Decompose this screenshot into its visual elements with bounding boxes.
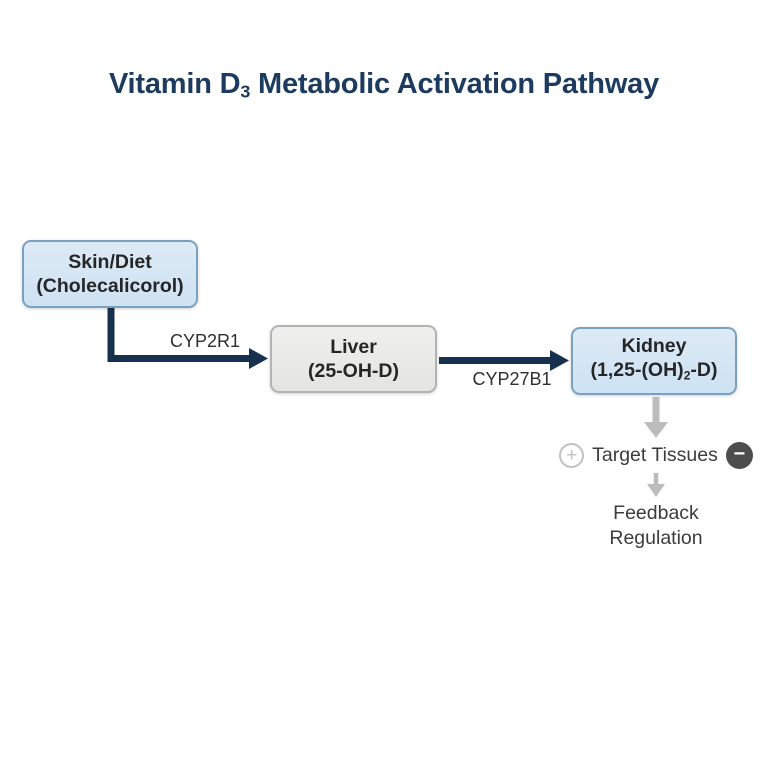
- target-tissues-label: Target Tissues: [592, 443, 718, 466]
- arrow-liver-to-kidney-head: [550, 350, 569, 371]
- arrow-target-to-feedback-head: [647, 484, 665, 497]
- node-skin-diet-label: Skin/Diet: [68, 251, 152, 273]
- node-kidney-sublabel-pre: (1,25-(OH): [590, 359, 684, 382]
- node-liver-label: Liver: [330, 336, 377, 358]
- minus-icon: −: [725, 441, 753, 469]
- arrow-kidney-to-target-head: [644, 422, 668, 438]
- enzyme-label-cyp2r1: CYP2R1: [169, 331, 241, 351]
- page-title: Vitamin D3 Metabolic Activation Pathway: [0, 68, 768, 102]
- plus-icon: +: [559, 442, 585, 468]
- node-liver: Liver (25-OH-D): [270, 325, 437, 393]
- target-tissues-row: + Target Tissues −: [553, 440, 759, 470]
- feedback-regulation-label: Feedback Regulation: [566, 501, 746, 550]
- node-kidney-label: Kidney: [621, 335, 687, 358]
- node-skin-diet: Skin/Diet (Cholecalicorol): [22, 240, 198, 308]
- title-subscript: 3: [240, 81, 251, 102]
- feedback-line1: Feedback: [613, 502, 699, 524]
- title-text-post: Metabolic Activation Pathway: [250, 68, 660, 100]
- node-kidney: Kidney (1,25-(OH)2-D): [571, 327, 737, 395]
- feedback-line2: Regulation: [609, 526, 703, 549]
- node-skin-diet-sublabel: (Cholecalicorol): [36, 275, 184, 297]
- node-liver-sublabel: (25-OH-D): [308, 360, 399, 382]
- enzyme-label-cyp27b1: CYP27B1: [472, 369, 552, 389]
- title-text-pre: Vitamin D: [108, 68, 241, 100]
- node-kidney-subscript: 2: [683, 368, 691, 383]
- node-kidney-sublabel-post: -D): [690, 359, 718, 382]
- node-kidney-sublabel: (1,25-(OH)2-D): [591, 358, 718, 388]
